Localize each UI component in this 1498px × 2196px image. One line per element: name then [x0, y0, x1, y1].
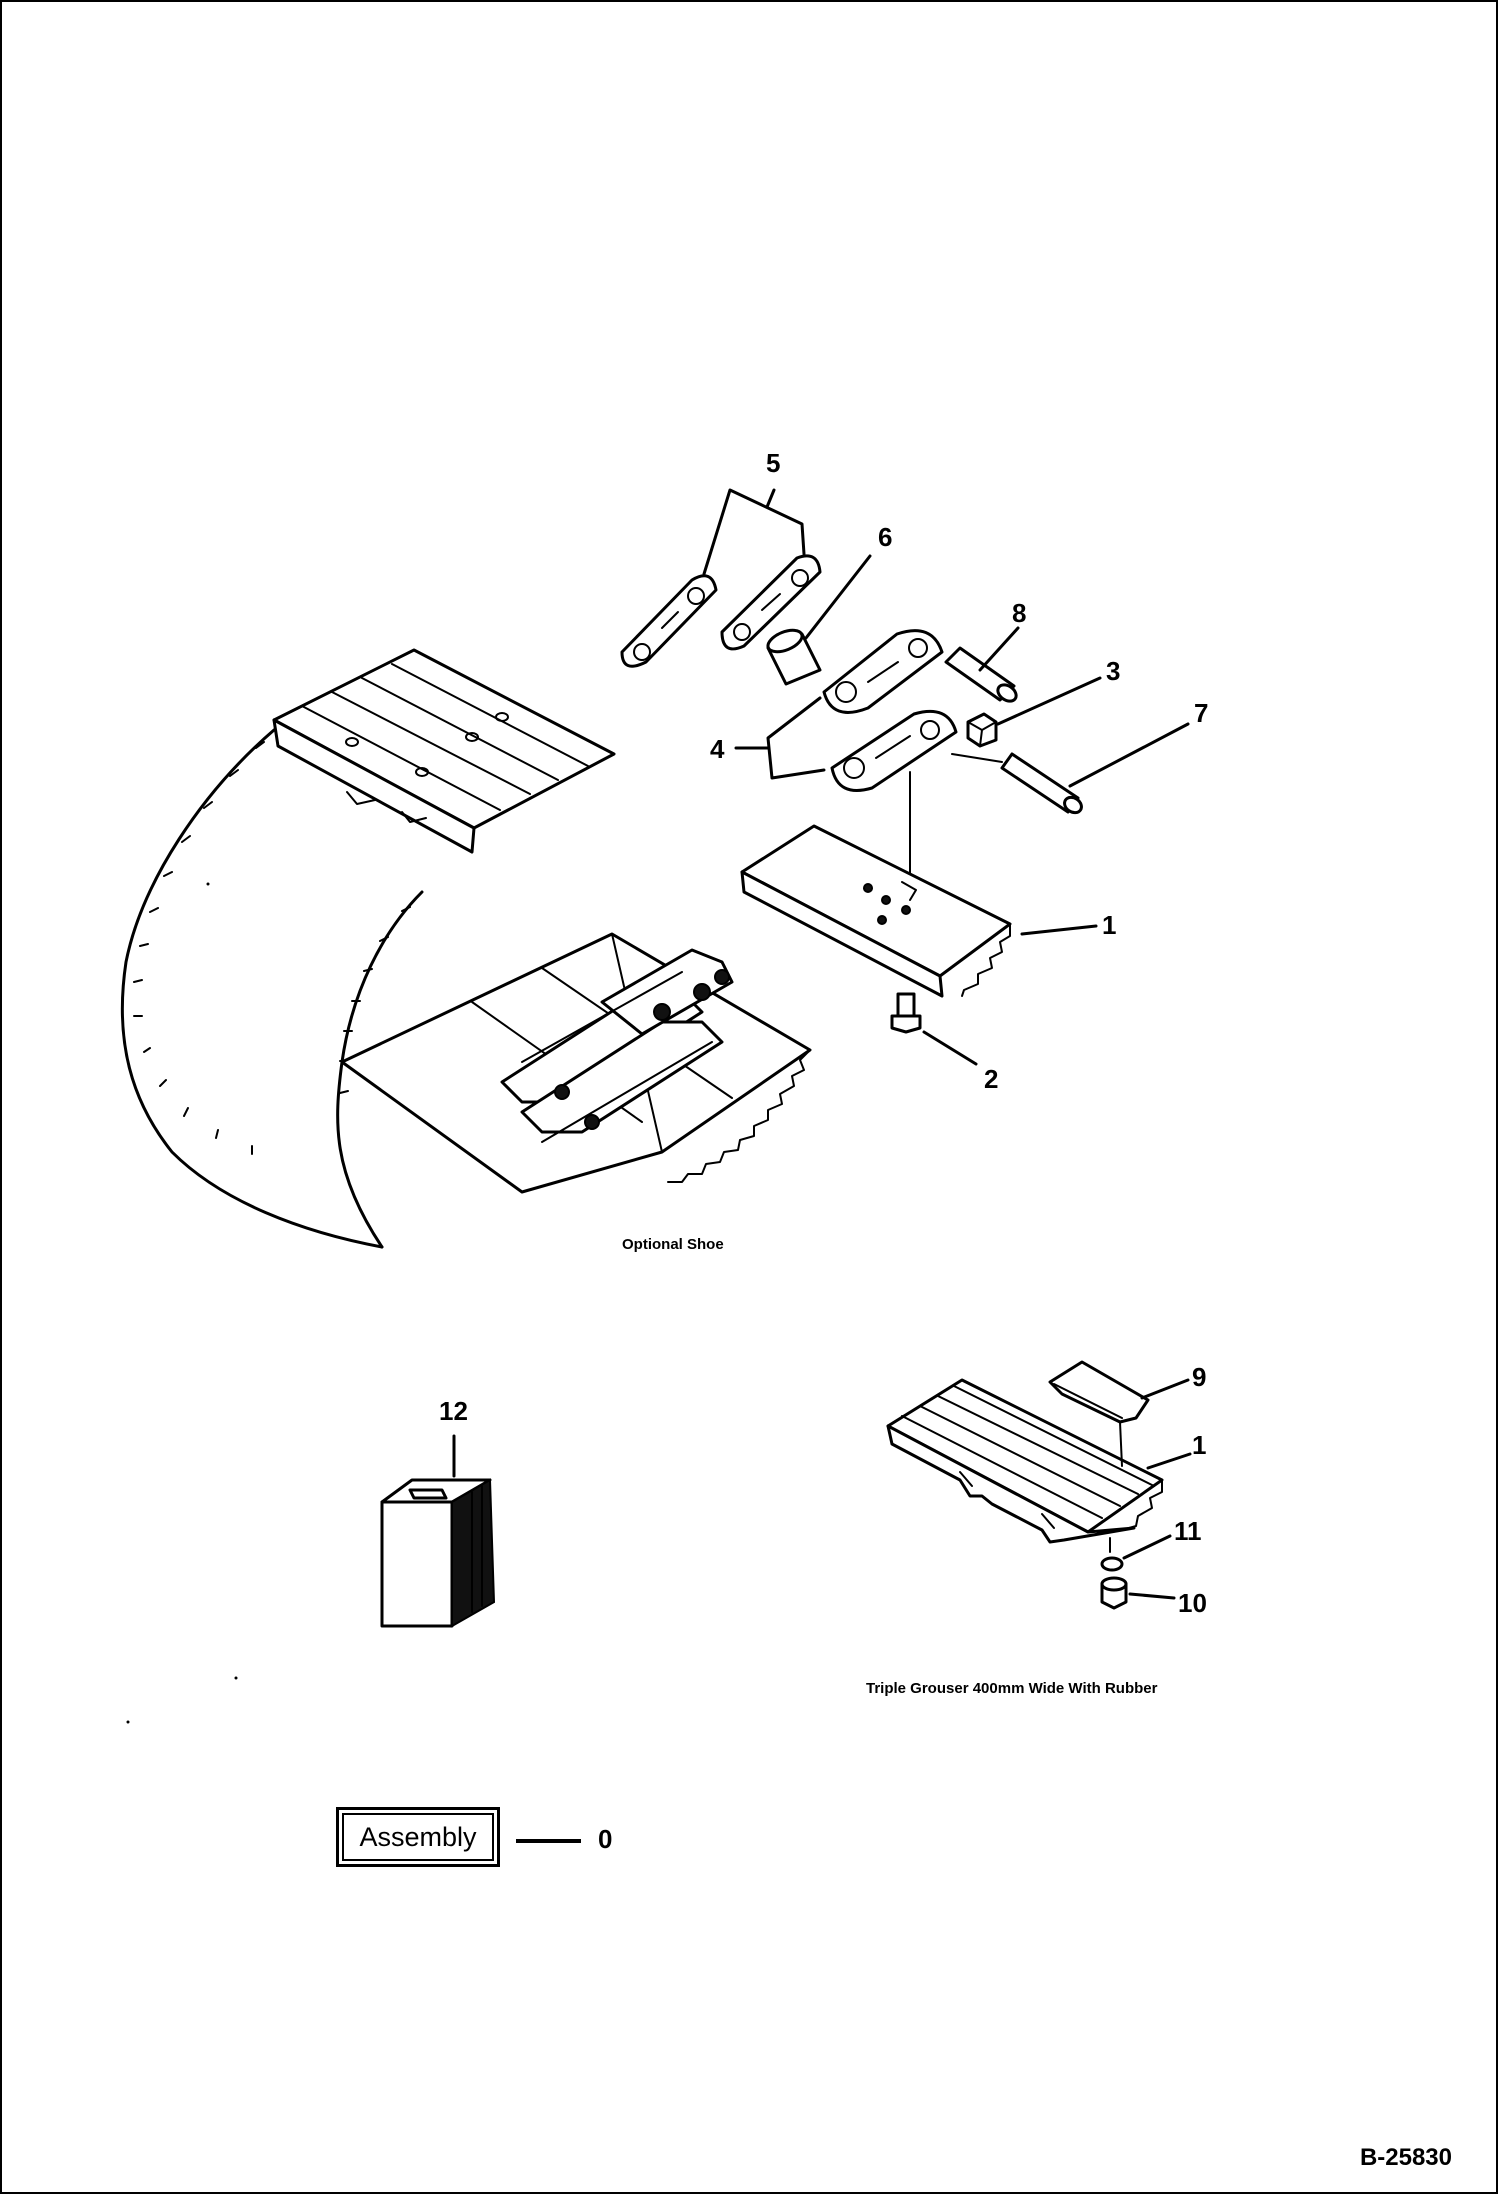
leader-7 — [1068, 722, 1190, 788]
callout-12: 12 — [439, 1396, 468, 1426]
part-12-package-box — [380, 1478, 496, 1628]
part-5-master-link-plates — [620, 554, 822, 668]
track-top-shoe-1 — [272, 648, 616, 830]
part-2-shoe-bolt — [890, 992, 922, 1034]
part-4-track-links — [822, 629, 958, 792]
callout-1-grouser: 1 — [1192, 1430, 1207, 1460]
part-1-shoe-serration — [961, 923, 1011, 997]
leader-8 — [978, 626, 1020, 672]
track-outer-serration — [133, 741, 265, 1155]
track-assembly-illustration — [120, 648, 812, 1249]
pin-7-axis — [951, 753, 1003, 763]
triple-grouser-shoe — [886, 1378, 1164, 1544]
part-7-master-pin — [1000, 752, 1083, 815]
callout-1: 1 — [1102, 910, 1117, 940]
part-4-link-lower — [830, 709, 958, 792]
callout-9: 9 — [1192, 1362, 1207, 1392]
assembly-label-box: Assembly — [336, 1807, 500, 1867]
leader-1-grouser — [1146, 1452, 1192, 1470]
part-3-collar — [966, 712, 998, 748]
assembly-label: Assembly — [342, 1813, 494, 1861]
callout-7: 7 — [1194, 698, 1209, 728]
track-top-shoe-bolts — [345, 712, 509, 777]
track-top-shoe-notches — [346, 791, 427, 823]
caption-optional-shoe: Optional Shoe — [622, 1236, 724, 1253]
assembly-number: 0 — [598, 1824, 613, 1854]
callout-3: 3 — [1106, 656, 1121, 686]
part-1-track-shoe — [740, 824, 1012, 998]
track-chain-links — [500, 948, 734, 1143]
leader-10 — [1128, 1592, 1176, 1600]
callout-6: 6 — [878, 522, 893, 552]
assembly-leader-line — [516, 1839, 581, 1843]
track-outer-edge — [120, 728, 384, 1249]
part-8-track-pin — [944, 646, 1018, 703]
leader-9 — [1140, 1378, 1190, 1400]
leader-2 — [922, 1030, 978, 1066]
part-9-rubber-pad — [1048, 1360, 1150, 1467]
part-1-shoe-front — [740, 870, 944, 998]
leader-5 — [702, 488, 806, 576]
part-11-washer — [1100, 1537, 1124, 1572]
callout-8: 8 — [1012, 598, 1027, 628]
track-top-shoe-ribs — [301, 663, 589, 811]
caption-triple-grouser: Triple Grouser 400mm Wide With Rubber — [866, 1680, 1158, 1697]
callout-5: 5 — [766, 448, 781, 478]
track-inner-serration — [339, 906, 411, 1094]
leader-5-stem — [765, 488, 776, 509]
track-bottom-serration — [667, 1049, 811, 1183]
part-10-nut — [1100, 1576, 1128, 1610]
grouser-end-serration — [1121, 1479, 1163, 1531]
grouser-ribs — [901, 1385, 1155, 1519]
leader-6 — [804, 554, 872, 640]
box-front — [380, 1500, 454, 1628]
part-6-bushing — [766, 628, 822, 686]
leader-4 — [766, 696, 826, 780]
callout-4: 4 — [710, 734, 725, 764]
callout-11: 11 — [1174, 1516, 1202, 1546]
callout-2: 2 — [984, 1064, 999, 1094]
leader-11 — [1122, 1534, 1172, 1560]
callout-10: 10 — [1178, 1588, 1207, 1618]
drawing-number: B-25830 — [1359, 2144, 1452, 2171]
leader-3 — [996, 676, 1102, 726]
leader-1 — [1020, 924, 1098, 936]
